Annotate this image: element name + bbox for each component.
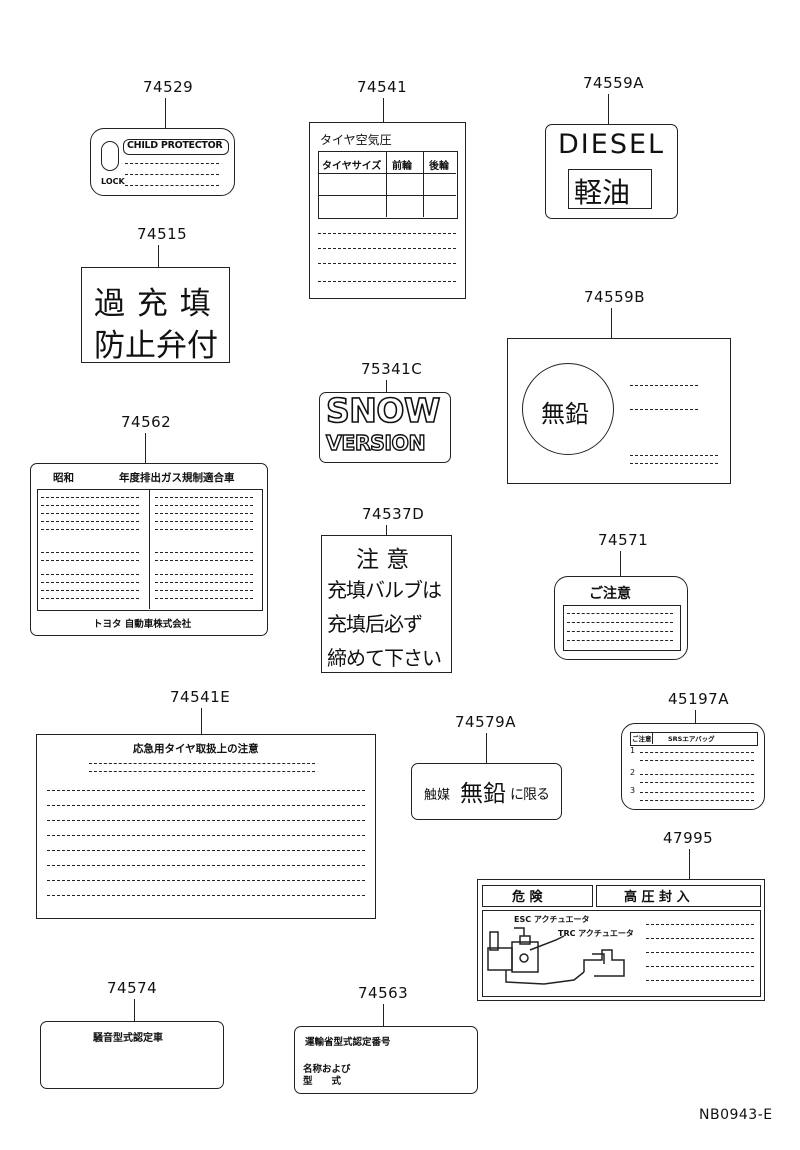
catalyst-big: 無鉛 xyxy=(460,781,506,807)
label-74574-noise: 騒音型式認定車 xyxy=(40,1021,224,1089)
part-number-45197A: 45197A xyxy=(668,690,729,708)
label-74579A-catalyst: 触媒 無鉛 に限る xyxy=(411,763,562,820)
part-number-74541: 74541 xyxy=(357,78,408,96)
col-front: 前輪 xyxy=(392,161,412,172)
lock-knob-icon xyxy=(101,141,119,171)
high-pressure-text: 高 圧 封 入 xyxy=(624,890,690,905)
label-74541-tire-pressure: タイヤ空気圧 タイヤサイズ 前輪 後輪 xyxy=(309,122,466,299)
leader-line xyxy=(620,551,621,576)
part-number-74563: 74563 xyxy=(358,984,409,1002)
leader-line xyxy=(386,525,387,535)
leader-line xyxy=(689,849,690,879)
part-number-74515: 74515 xyxy=(137,225,188,243)
label-74562-emission: 昭和 年度排出ガス規制適合車 トヨタ 自動車株式会社 xyxy=(30,463,268,636)
diagram-code: NB0943-E xyxy=(699,1107,773,1123)
part-number-74574: 74574 xyxy=(107,979,158,997)
leader-line xyxy=(201,708,202,734)
esc-actuator-label: ESC アクチュエータ xyxy=(514,915,590,924)
part-number-74537D: 74537D xyxy=(362,505,425,523)
approval-line1: 名称および xyxy=(303,1064,351,1075)
label-74559A-diesel: DIESEL 軽油 xyxy=(545,124,678,219)
part-number-47995: 47995 xyxy=(663,829,714,847)
part-number-74559B: 74559B xyxy=(584,288,646,306)
label-74537D-caution-valve: 注 意 充填バルブは 充填后必ず 締めて下さい xyxy=(321,535,452,673)
catalyst-tail: に限る xyxy=(510,787,550,803)
label-74563-type-approval: 運輸省型式認定番号 名称および 型 式 xyxy=(294,1026,478,1094)
srs-n1: 1 xyxy=(630,746,636,755)
toyota-footer: トヨタ 自動車株式会社 xyxy=(93,619,192,630)
catalyst-small: 触媒 xyxy=(424,788,451,803)
leader-line xyxy=(608,94,609,124)
child-protector-title: CHILD PROTECTOR xyxy=(127,140,223,151)
label-74529-child-protector: LOCK CHILD PROTECTOR xyxy=(90,128,235,196)
spare-tire-title: 応急用タイヤ取扱上の注意 xyxy=(133,743,259,755)
label-75341C-snow-version: SNOW VERSION xyxy=(319,390,451,463)
trc-actuator-label: TRC アクチュエータ xyxy=(558,929,634,938)
caution-line2: 充填バルブは xyxy=(327,578,442,602)
leader-line xyxy=(165,98,166,128)
srs-n3: 3 xyxy=(630,786,636,795)
leader-line xyxy=(486,733,487,763)
label-47995-high-pressure: 危 険 高 圧 封 入 ESC アクチュエータ TRC アクチュエータ xyxy=(477,879,765,1001)
col-tire-size: タイヤサイズ xyxy=(322,161,382,172)
leader-line xyxy=(695,710,696,723)
approval-line2: 型 式 xyxy=(303,1076,342,1087)
noise-title: 騒音型式認定車 xyxy=(93,1033,163,1044)
notice-title: ご注意 xyxy=(589,586,631,602)
leader-line xyxy=(145,433,146,463)
caution-line1: 注 意 xyxy=(356,547,410,573)
leader-line xyxy=(611,308,612,338)
emission-title: 年度排出ガス規制適合車 xyxy=(119,472,235,484)
leader-line xyxy=(134,999,135,1021)
tire-pressure-title: タイヤ空気圧 xyxy=(320,133,392,147)
label-74541E-spare-tire: 応急用タイヤ取扱上の注意 xyxy=(36,734,376,919)
danger-text: 危 険 xyxy=(512,890,543,905)
srs-head1: ご注意 xyxy=(632,735,652,743)
part-number-74559A: 74559A xyxy=(583,74,644,92)
part-number-74562: 74562 xyxy=(121,413,172,431)
label-74571-notice: ご注意 xyxy=(554,576,688,660)
part-number-75341C: 75341C xyxy=(361,360,423,378)
label-74559B-unleaded: 無鉛 xyxy=(507,338,731,484)
label-74515-overfill: 過 充 填 防止弁付 xyxy=(81,267,230,364)
label-45197A-srs-airbag: ご注意 SRSエアバッグ 1 2 3 xyxy=(621,723,765,810)
part-number-74529: 74529 xyxy=(143,78,194,96)
leader-line xyxy=(158,245,159,267)
part-number-74541E: 74541E xyxy=(170,688,231,706)
caution-line4: 締めて下さい xyxy=(327,646,442,670)
part-number-74579A: 74579A xyxy=(455,713,516,731)
lock-text: LOCK xyxy=(101,177,125,186)
unleaded-circle-text: 無鉛 xyxy=(541,400,589,428)
leader-line xyxy=(383,1004,384,1026)
version-text: VERSION xyxy=(325,430,426,455)
srs-n2: 2 xyxy=(630,768,636,777)
col-rear: 後輪 xyxy=(429,161,449,172)
srs-head2: SRSエアバッグ xyxy=(668,735,715,743)
caution-line3: 充填后必ず xyxy=(327,612,423,636)
overfill-line1: 過 充 填 xyxy=(94,286,212,322)
leader-line xyxy=(383,98,384,122)
diesel-text: DIESEL xyxy=(558,129,666,160)
keiyu-text: 軽油 xyxy=(574,176,631,209)
approval-title: 運輸省型式認定番号 xyxy=(305,1037,391,1048)
actuator-illustration xyxy=(487,927,625,985)
emission-showa: 昭和 xyxy=(53,472,74,484)
overfill-line2: 防止弁付 xyxy=(94,328,218,364)
snow-text: SNOW xyxy=(325,390,441,431)
part-number-74571: 74571 xyxy=(598,531,649,549)
leader-line xyxy=(386,380,387,392)
